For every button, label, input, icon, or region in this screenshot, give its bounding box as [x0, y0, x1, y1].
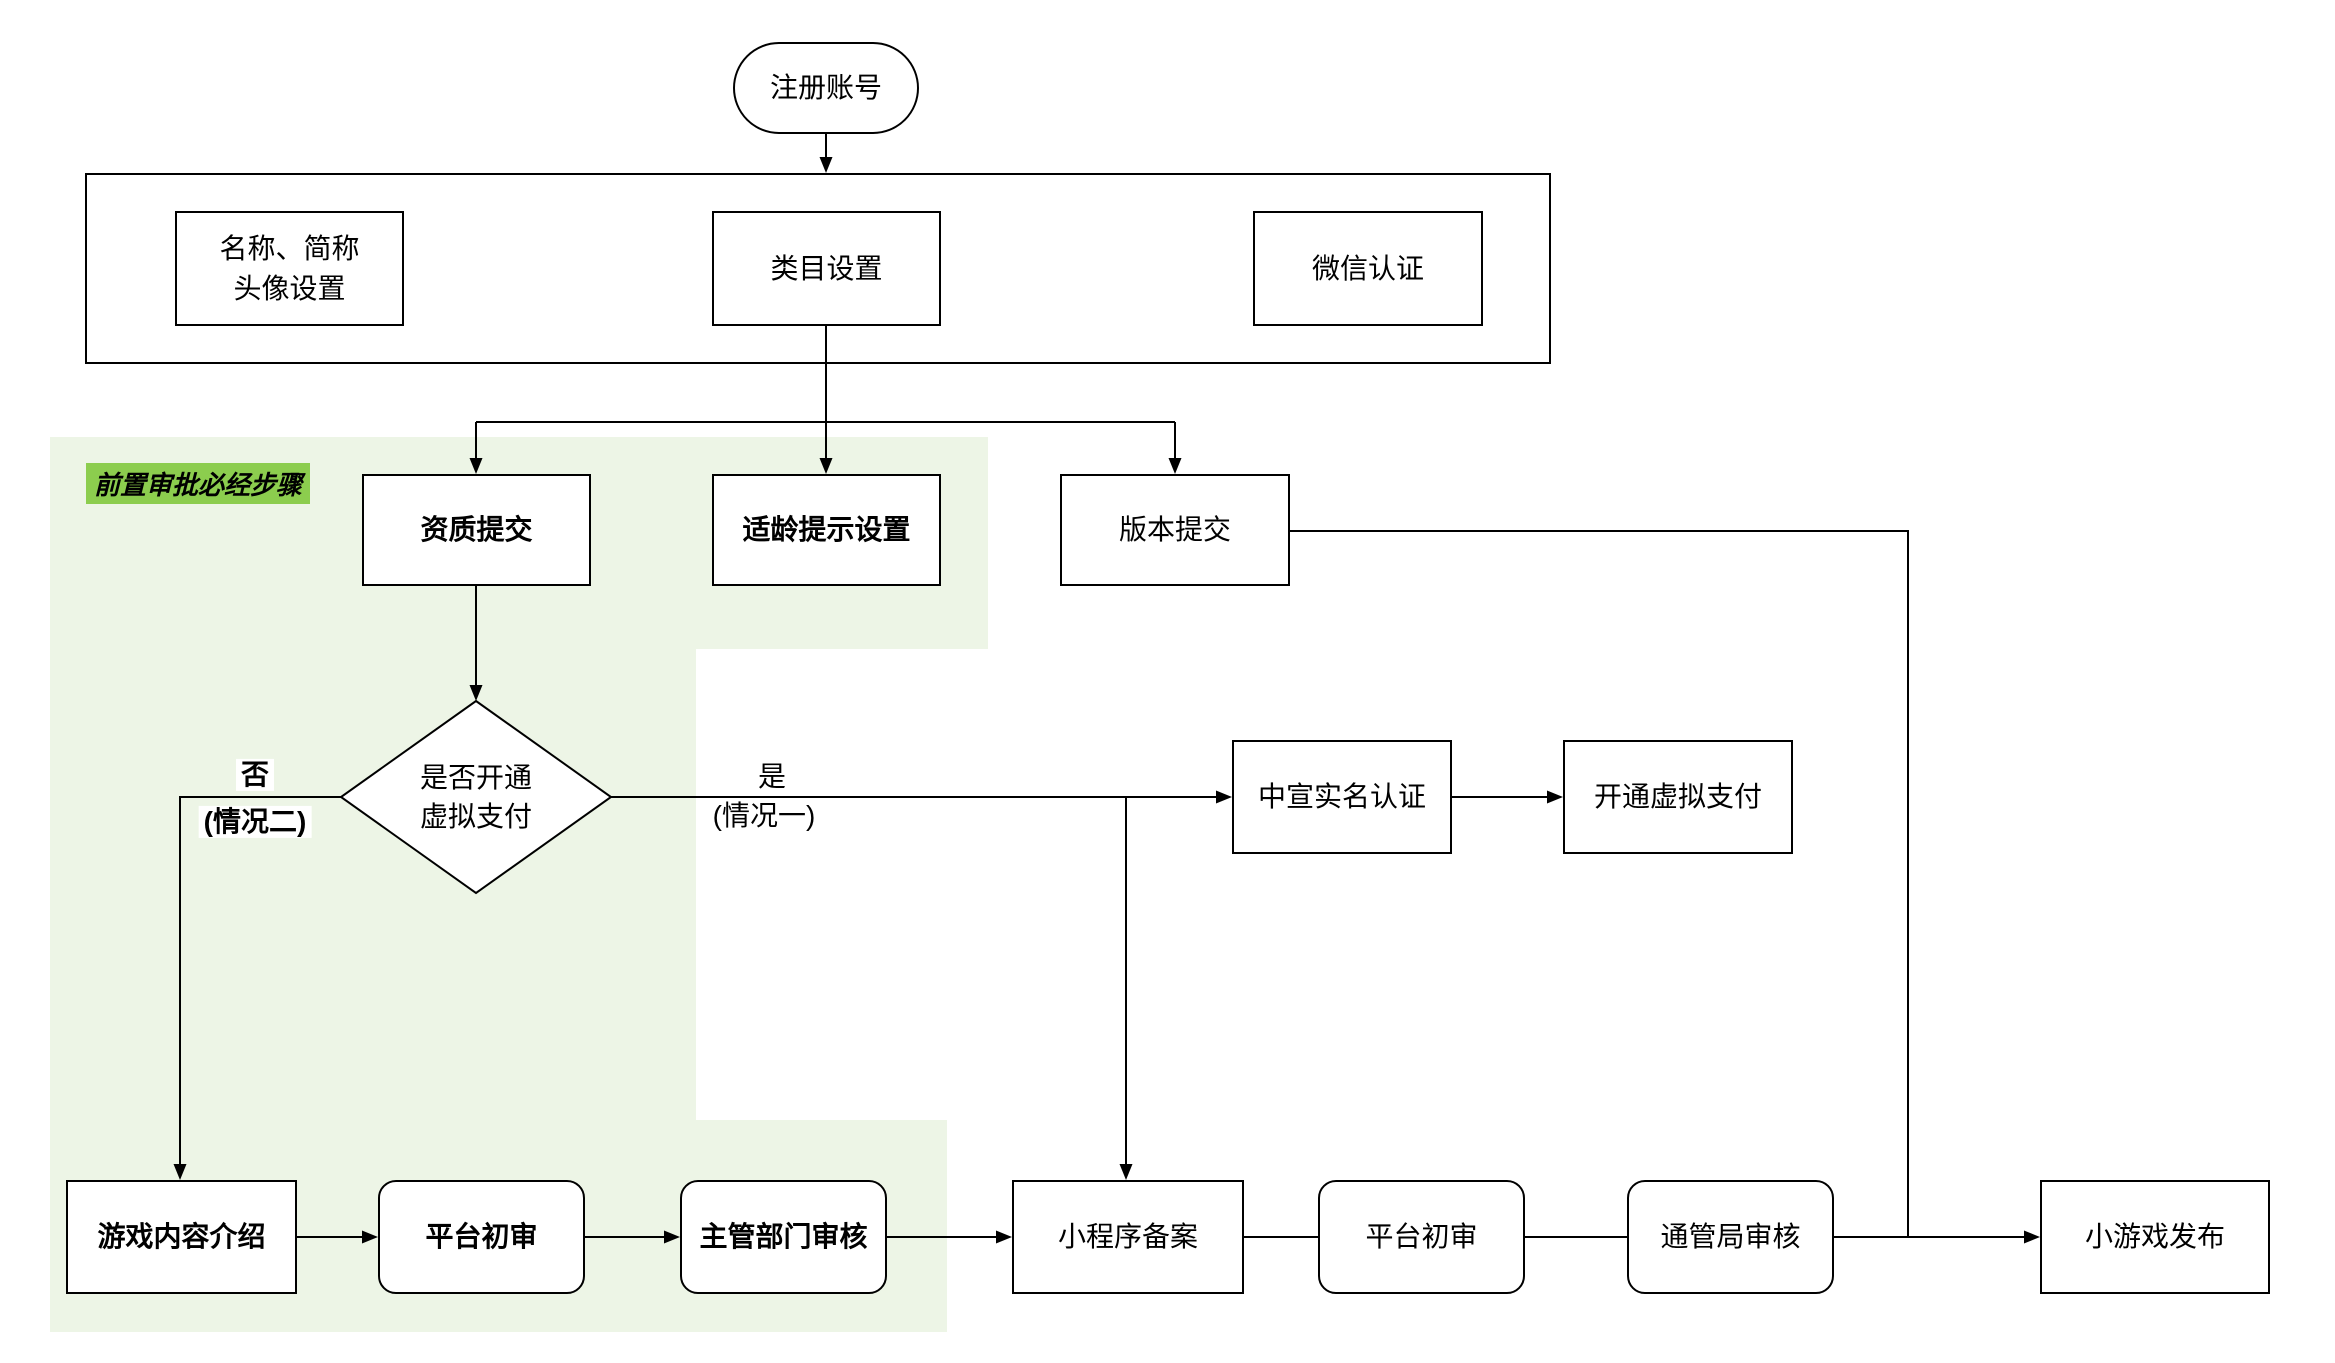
arrowhead-comm-admin-to-publish	[2024, 1230, 2040, 1244]
setup-group-frame	[85, 173, 1551, 364]
edge-version-route	[1290, 530, 1909, 1237]
arrowhead-dept-to-filing	[996, 1230, 1012, 1244]
node-zhongxuan-realname-auth: 中宣实名认证	[1232, 740, 1452, 854]
node-comm-admin-review: 通管局审核	[1627, 1180, 1834, 1294]
node-category-setting-label: 类目设置	[770, 252, 883, 284]
arrowhead-yes-route	[1216, 790, 1232, 804]
edge-label-yes-case: (情况一)	[707, 799, 821, 833]
node-platform-first-review-2: 平台初审	[1318, 1180, 1525, 1294]
arrowhead-zhongxuan-to-open-pay	[1547, 790, 1563, 804]
node-name-avatar-setting-label: 名称、简称 头像设置	[219, 233, 360, 304]
node-age-tip-setting: 适龄提示设置	[712, 474, 941, 586]
node-game-content-intro: 游戏内容介绍	[66, 1180, 297, 1294]
decision-diamond-shape	[339, 699, 613, 895]
node-version-submit: 版本提交	[1060, 474, 1290, 586]
arrowhead-qualification-to-decision	[469, 685, 483, 701]
edge-no-route	[179, 796, 341, 1166]
arrowhead-intro-to-platform1	[362, 1230, 378, 1244]
edge-label-yes: 是	[752, 760, 792, 794]
node-zhongxuan-realname-auth-label: 中宣实名认证	[1257, 781, 1426, 813]
node-mini-game-publish: 小游戏发布	[2040, 1180, 2270, 1294]
node-mini-program-filing-label: 小程序备案	[1057, 1221, 1198, 1253]
arrowhead-register-to-container	[819, 157, 833, 173]
arrowhead-platform1-to-dept	[664, 1230, 680, 1244]
arrowhead-no-route	[173, 1164, 187, 1180]
edge-label-no: 否	[235, 758, 275, 792]
node-virtual-pay-decision: 是否开通 虚拟支付	[341, 701, 611, 893]
node-qualification-submit-label: 资质提交	[420, 514, 533, 546]
node-qualification-submit: 资质提交	[362, 474, 591, 586]
node-dept-review-label: 主管部门审核	[699, 1221, 868, 1253]
node-open-virtual-pay-label: 开通虚拟支付	[1593, 781, 1762, 813]
node-mini-program-filing: 小程序备案	[1012, 1180, 1244, 1294]
node-open-virtual-pay: 开通虚拟支付	[1563, 740, 1793, 854]
node-register-account: 注册账号	[733, 42, 919, 134]
node-platform-first-review-2-label: 平台初审	[1365, 1221, 1478, 1253]
node-age-tip-setting-label: 适龄提示设置	[742, 514, 911, 546]
arrowhead-branch-to-version	[1168, 458, 1182, 474]
node-register-account-label: 注册账号	[769, 72, 882, 104]
node-wechat-verification-label: 微信认证	[1311, 252, 1424, 284]
node-platform-first-review: 平台初审	[378, 1180, 585, 1294]
pre-approval-region-label: 前置审批必经步骤	[86, 463, 311, 504]
node-dept-review: 主管部门审核	[680, 1180, 887, 1294]
node-virtual-pay-decision-label: 是否开通 虚拟支付	[419, 761, 532, 832]
node-version-submit-label: 版本提交	[1118, 514, 1231, 546]
pre-approval-region-band-middle	[50, 649, 696, 1120]
node-name-avatar-setting: 名称、简称 头像设置	[175, 211, 404, 326]
arrowhead-branch-to-qualification	[469, 458, 483, 474]
node-wechat-verification: 微信认证	[1253, 211, 1483, 326]
arrowhead-category-to-age-tip	[819, 458, 833, 474]
node-platform-first-review-label: 平台初审	[425, 1221, 538, 1253]
edge-label-no-case: (情况二)	[198, 805, 312, 839]
node-category-setting: 类目设置	[712, 211, 941, 326]
node-game-content-intro-label: 游戏内容介绍	[97, 1221, 266, 1253]
arrowhead-yes-branch-to-filing	[1119, 1164, 1133, 1180]
node-mini-game-publish-label: 小游戏发布	[2084, 1221, 2225, 1253]
node-comm-admin-review-label: 通管局审核	[1660, 1221, 1801, 1253]
